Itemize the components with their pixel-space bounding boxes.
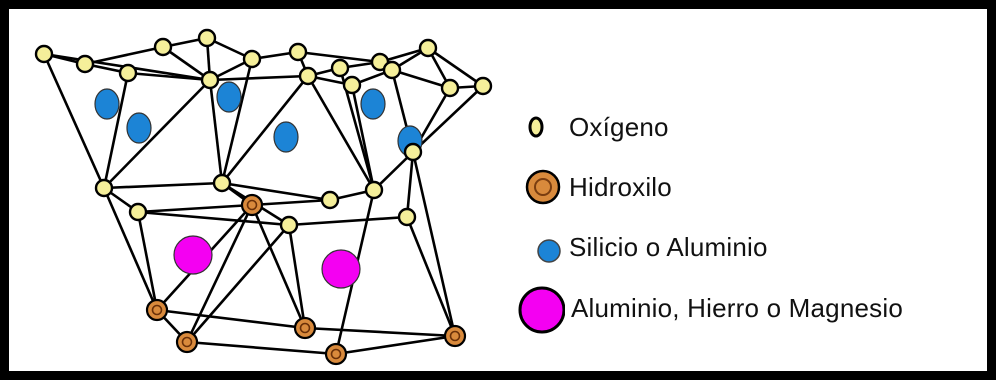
oxygen-atom-icon bbox=[515, 107, 565, 147]
hydroxyl-ring bbox=[151, 304, 163, 316]
oxygen-atom bbox=[382, 60, 402, 80]
legend-label-oxygen: Oxígeno bbox=[569, 111, 669, 142]
bond-line bbox=[137, 203, 253, 214]
atoms bbox=[34, 28, 493, 366]
legend-label-silicon-aluminum: Silicio o Aluminio bbox=[569, 231, 768, 262]
bond-line bbox=[251, 198, 331, 207]
bond-line bbox=[288, 215, 408, 227]
bond-line bbox=[209, 74, 309, 82]
hydroxyl-group bbox=[240, 193, 264, 217]
bond-line bbox=[156, 308, 306, 330]
oxygen-atom bbox=[75, 54, 95, 74]
oxygen-atom bbox=[418, 38, 438, 58]
oxygen-atom bbox=[153, 37, 173, 57]
hydroxyl-ring bbox=[181, 336, 193, 348]
hydroxyl-group-icon bbox=[515, 167, 565, 207]
bond-line bbox=[221, 181, 331, 202]
bond-line bbox=[405, 151, 415, 218]
oxygen-atom bbox=[34, 44, 54, 64]
bond-line bbox=[103, 181, 223, 190]
hydroxyl-group bbox=[324, 342, 348, 366]
hydroxyl-group bbox=[443, 324, 467, 348]
bond-lines bbox=[42, 36, 484, 356]
hydroxyl-ring bbox=[299, 322, 311, 334]
silicon-aluminum-atom bbox=[94, 88, 120, 120]
bond-line bbox=[405, 216, 457, 337]
al-fe-mg-atom bbox=[173, 235, 213, 275]
bond-line bbox=[391, 68, 451, 90]
silicon-aluminum-atom bbox=[360, 88, 386, 120]
bond-line bbox=[350, 84, 376, 191]
silicon-aluminum-atom bbox=[216, 81, 242, 113]
bond-line bbox=[297, 50, 381, 64]
bond-line bbox=[103, 79, 211, 189]
bond-line bbox=[42, 53, 106, 189]
oxygen-atom bbox=[473, 76, 493, 96]
bond-line bbox=[411, 151, 457, 337]
silicon-aluminum-atom bbox=[126, 112, 152, 144]
bond-line bbox=[208, 79, 224, 184]
al-fe-mg-atom bbox=[321, 249, 361, 289]
bond-line bbox=[306, 75, 376, 191]
oxygen-atom bbox=[320, 190, 340, 210]
bond-line bbox=[127, 71, 211, 82]
bond-line bbox=[186, 340, 337, 356]
hydroxyl-group bbox=[293, 316, 317, 340]
oxygen-atom bbox=[128, 202, 148, 222]
bond-line bbox=[185, 204, 254, 343]
oxygen-atom bbox=[212, 173, 232, 193]
legend-item-silicon-aluminum: Silicio o Aluminio bbox=[515, 227, 768, 267]
oxygen-atom bbox=[279, 215, 299, 235]
silicon-aluminum-atom-icon bbox=[515, 227, 565, 267]
hydroxyl-ring bbox=[246, 199, 258, 211]
bond-line bbox=[186, 224, 290, 343]
bond-line bbox=[287, 224, 307, 329]
legend-label-hydroxyl: Hidroxilo bbox=[569, 171, 672, 202]
oxygen-atom bbox=[288, 42, 308, 62]
legend-item-al-fe-mg: Aluminio, Hierro o Magnesio bbox=[515, 280, 903, 336]
oxygen-atom bbox=[118, 63, 138, 83]
bond-line bbox=[136, 211, 159, 311]
legend-item-hydroxyl: Hidroxilo bbox=[515, 167, 672, 207]
bond-line bbox=[220, 75, 310, 184]
hydroxyl-group bbox=[145, 298, 169, 322]
legend-item-oxygen: Oxígeno bbox=[515, 107, 669, 147]
hydroxyl-ring bbox=[330, 348, 342, 360]
bond-line bbox=[220, 58, 254, 184]
al-fe-mg-atom-icon bbox=[515, 280, 565, 336]
oxygen-atom bbox=[197, 28, 217, 48]
bond-line bbox=[412, 85, 484, 153]
bond-line bbox=[102, 72, 130, 189]
oxygen-atom bbox=[342, 75, 362, 95]
legend-label-al-fe-mg: Aluminio, Hierro o Magnesio bbox=[571, 292, 903, 323]
bond-line bbox=[162, 45, 211, 82]
bond-line bbox=[102, 187, 159, 311]
oxygen-atom bbox=[403, 142, 423, 162]
hydroxyl-ring bbox=[449, 330, 461, 342]
oxygen-atom bbox=[94, 178, 114, 198]
bond-line bbox=[137, 210, 290, 227]
oxygen-atom bbox=[440, 78, 460, 98]
oxygen-atom bbox=[242, 49, 262, 69]
oxygen-atom bbox=[364, 180, 384, 200]
bond-line bbox=[335, 334, 456, 356]
hydroxyl-group bbox=[175, 330, 199, 354]
oxygen-atom bbox=[330, 58, 350, 78]
oxygen-atom bbox=[298, 66, 318, 86]
bond-line bbox=[250, 204, 307, 329]
bond-line bbox=[304, 326, 456, 338]
silicon-aluminum-atom bbox=[273, 121, 299, 153]
bond-line bbox=[427, 46, 484, 88]
oxygen-atom bbox=[397, 207, 417, 227]
oxygen-atom bbox=[200, 70, 220, 90]
